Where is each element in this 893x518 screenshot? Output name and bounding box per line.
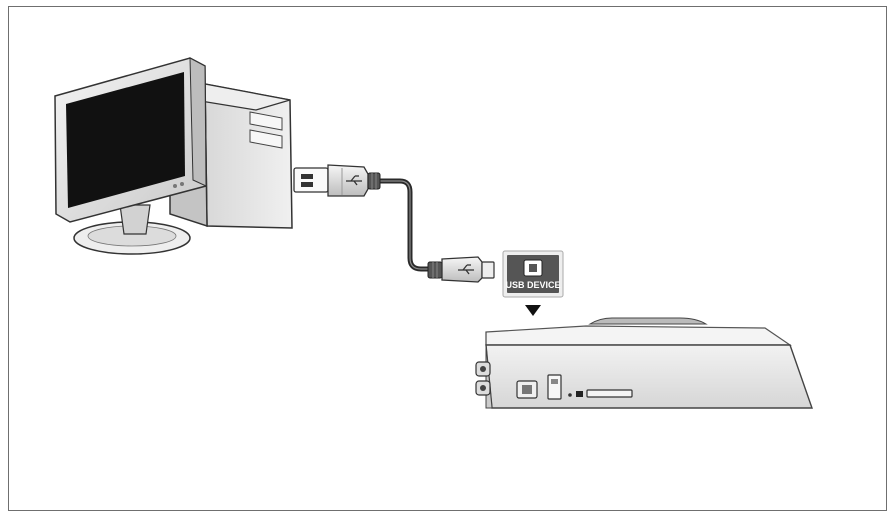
small-button bbox=[576, 391, 583, 397]
card-slot bbox=[586, 389, 633, 398]
usb-b-port-icon bbox=[523, 259, 543, 277]
desktop-computer-icon bbox=[54, 57, 293, 255]
device-usb-a-port bbox=[547, 374, 562, 400]
usb-device-text: USB DEVICE bbox=[505, 280, 560, 290]
receiver-device bbox=[475, 317, 813, 409]
indicator-led bbox=[568, 393, 572, 397]
usb-cable bbox=[375, 178, 433, 272]
monitor-screen bbox=[66, 72, 185, 208]
device-usb-b-port bbox=[516, 380, 538, 399]
usb-a-plug-icon bbox=[293, 164, 381, 197]
usb-device-label: USB DEVICE bbox=[502, 250, 564, 298]
monitor bbox=[54, 57, 207, 223]
arrow-down-icon bbox=[525, 305, 541, 316]
usb-b-plug-icon bbox=[427, 256, 495, 283]
rf-connector-icon bbox=[475, 361, 491, 396]
monitor-stand bbox=[73, 204, 191, 255]
